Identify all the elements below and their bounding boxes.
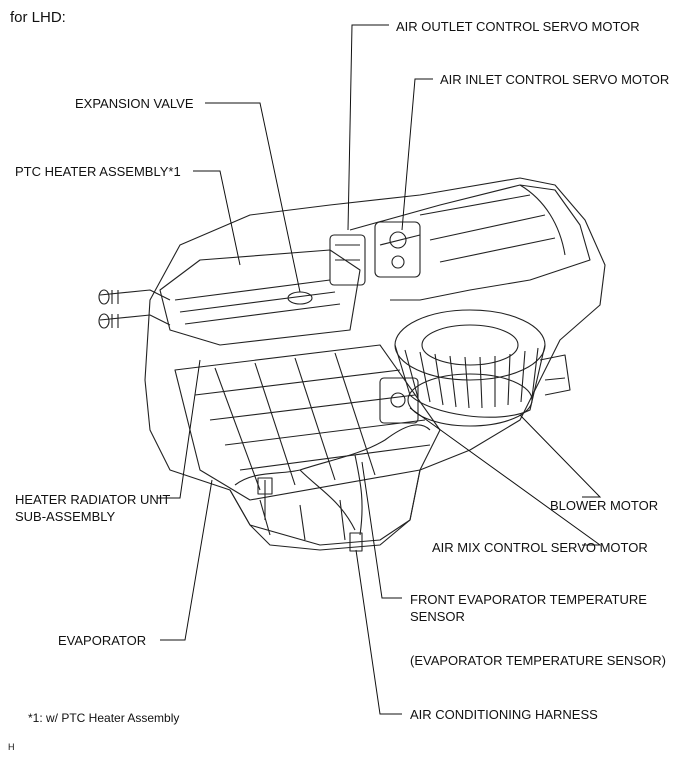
label-evaporator: EVAPORATOR: [58, 633, 147, 648]
heater-pipes: [99, 289, 171, 326]
leader-air-outlet: [347, 24, 389, 231]
label-air-inlet-servo: AIR INLET CONTROL SERVO MOTOR: [440, 72, 670, 87]
corner-mark: H: [8, 742, 15, 752]
leader-air-mix: [409, 407, 602, 546]
leader-air-inlet: [401, 78, 433, 231]
label-ptc-heater: PTC HEATER ASSEMBLY*1: [15, 164, 181, 179]
harness-wiring: [234, 424, 431, 536]
label-air-mix-servo: AIR MIX CONTROL SERVO MOTOR: [432, 540, 648, 555]
label-blower-motor: BLOWER MOTOR: [550, 498, 659, 513]
blower-motor-drawing: [394, 309, 546, 427]
label-heater-radiator: HEATER RADIATOR UNIT SUB-ASSEMBLY: [15, 492, 171, 524]
footnote: *1: w/ PTC Heater Assembly: [28, 711, 180, 725]
label-air-outlet-servo: AIR OUTLET CONTROL SERVO MOTOR: [396, 19, 640, 34]
label-evap-sensor-alt: (EVAPORATOR TEMPERATURE SENSOR): [410, 653, 666, 668]
leader-heater-radiator: [157, 359, 201, 499]
label-expansion-valve: EXPANSION VALVE: [75, 96, 194, 111]
leader-ac-harness: [355, 549, 402, 715]
leader-evaporator: [160, 479, 213, 641]
top-duct: [349, 184, 591, 301]
air-outlet-servo-drawing: [329, 234, 366, 286]
leader-expansion-valve: [205, 102, 301, 293]
leader-blower-motor: [519, 414, 602, 498]
leader-ptc-heater: [193, 170, 241, 266]
air-mix-servo-drawing: [379, 377, 419, 424]
diagram-title: for LHD:: [10, 9, 66, 26]
air-inlet-servo-drawing: [374, 221, 421, 278]
label-front-evap-sensor: FRONT EVAPORATOR TEMPERATURE SENSOR: [410, 592, 647, 624]
label-ac-harness: AIR CONDITIONING HARNESS: [410, 707, 598, 722]
heater-core: [159, 249, 361, 346]
leader-front-evap-sensor: [361, 461, 402, 599]
